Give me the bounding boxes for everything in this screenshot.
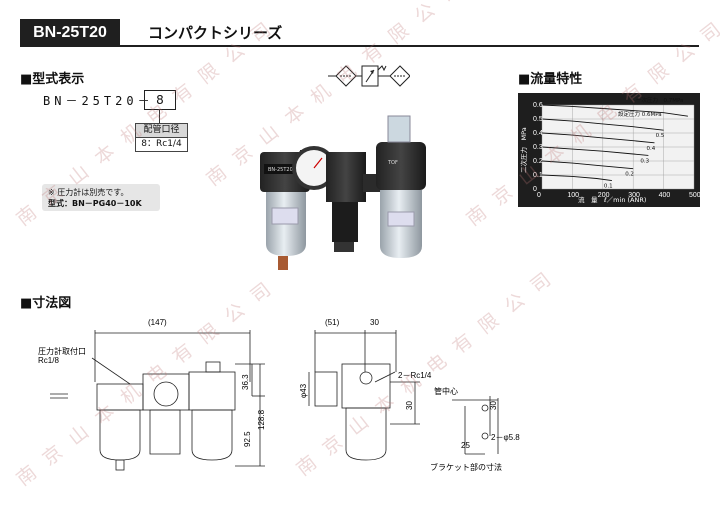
- dim-30-side: 30: [405, 401, 414, 410]
- y-tick-label: 0.2: [533, 158, 543, 165]
- y-tick-label: 0: [533, 186, 537, 193]
- header-rule: [20, 45, 699, 47]
- model-badge: BN-25T20: [20, 19, 120, 46]
- y-tick-label: 0.5: [533, 116, 543, 123]
- dimension-drawing: (147) (51) 30 圧力計取付口 Rc1/8 36.3 92.5 128…: [38, 318, 520, 472]
- x-tick-label: 300: [628, 192, 640, 199]
- hole-spec-label: 2－φ5.8: [491, 433, 520, 442]
- dim-30-bracket: 30: [489, 401, 498, 410]
- series-label: 0.4: [646, 146, 655, 152]
- model-code-box: 8: [144, 90, 176, 110]
- dim-147: (147): [148, 318, 167, 327]
- dim-25: 25: [461, 441, 470, 450]
- flow-section-title: ■流量特性: [518, 72, 583, 87]
- port-spec-label: 2－Rc1/4: [398, 371, 432, 380]
- set-pressure-label: 設定圧力 0.6MPa: [618, 110, 662, 118]
- dim-phi43: φ43: [299, 383, 308, 398]
- primary-pressure-label: 一次圧力 0.7MPa: [636, 96, 683, 104]
- series-line: [541, 174, 612, 182]
- model-section-title: ■型式表示: [20, 72, 85, 87]
- gauge-port-label: 圧力計取付口: [38, 346, 86, 356]
- dim-51: (51): [325, 318, 340, 327]
- series-line: [541, 104, 688, 117]
- pipe-center-label: 管中心: [434, 386, 458, 396]
- circuit-symbol-icon: [328, 65, 410, 87]
- photo-label-right: TOF: [387, 160, 398, 166]
- gauge-note-line2: 型式：BN－PG40－10K: [48, 199, 142, 208]
- series-line: [541, 132, 655, 144]
- x-tick-label: 200: [598, 192, 610, 199]
- bracket-caption: ブラケット部の寸法: [430, 462, 502, 472]
- dim-92-5: 92.5: [243, 431, 252, 447]
- flow-chart: 0.5 0.4 0.3 0.2 0.1 0 100 200 300 400 500 0 0.1 0.2 0…: [518, 93, 700, 207]
- y-tick-label: 0.6: [533, 102, 543, 109]
- port-size-header: 配管口径: [136, 124, 187, 138]
- y-axis-label: 二次圧力 MPa: [519, 127, 528, 173]
- series-label: 0.5: [656, 133, 665, 139]
- series-label: 0.1: [604, 184, 613, 190]
- gauge-note-line1: ※ 圧力計は別売です。: [48, 188, 129, 197]
- series-line: [541, 160, 634, 170]
- x-tick-label: 100: [567, 192, 579, 199]
- y-tick-label: 0.1: [533, 172, 543, 179]
- x-tick-label: 400: [659, 192, 671, 199]
- port-size-value: 8：Rc1/4: [141, 139, 182, 149]
- series-line: [541, 146, 649, 156]
- series-title: コンパクトシリーズ: [148, 24, 283, 42]
- x-tick-label: 0: [537, 192, 541, 199]
- dimension-section-title: ■寸法図: [20, 296, 72, 311]
- series-label: 0.3: [640, 158, 649, 164]
- dim-36-3: 36.3: [241, 374, 250, 390]
- dim-30-top: 30: [370, 318, 379, 327]
- photo-label-left: BN-25T20-8: [268, 167, 298, 173]
- gauge-note: ※ 圧力計は別売です。 型式：BN－PG40－10K: [42, 184, 160, 211]
- model-code: BN－25T20－: [43, 94, 154, 108]
- port-size-table: 配管口径 8：Rc1/4: [135, 123, 188, 152]
- code-leader: [159, 109, 160, 123]
- product-photo: BN-25T20-8 TOF: [260, 115, 426, 270]
- y-tick-label: 0.4: [533, 130, 543, 137]
- series-label: 0.2: [625, 172, 634, 178]
- x-tick-label: 500: [689, 192, 700, 199]
- x-axis-label: 流 量 ℓ／min (ANR): [578, 195, 646, 204]
- dim-128-8: 128.8: [257, 409, 266, 430]
- series-line: [541, 118, 664, 131]
- y-tick-label: 0.3: [533, 144, 543, 151]
- gauge-port-size: Rc1/8: [38, 356, 59, 365]
